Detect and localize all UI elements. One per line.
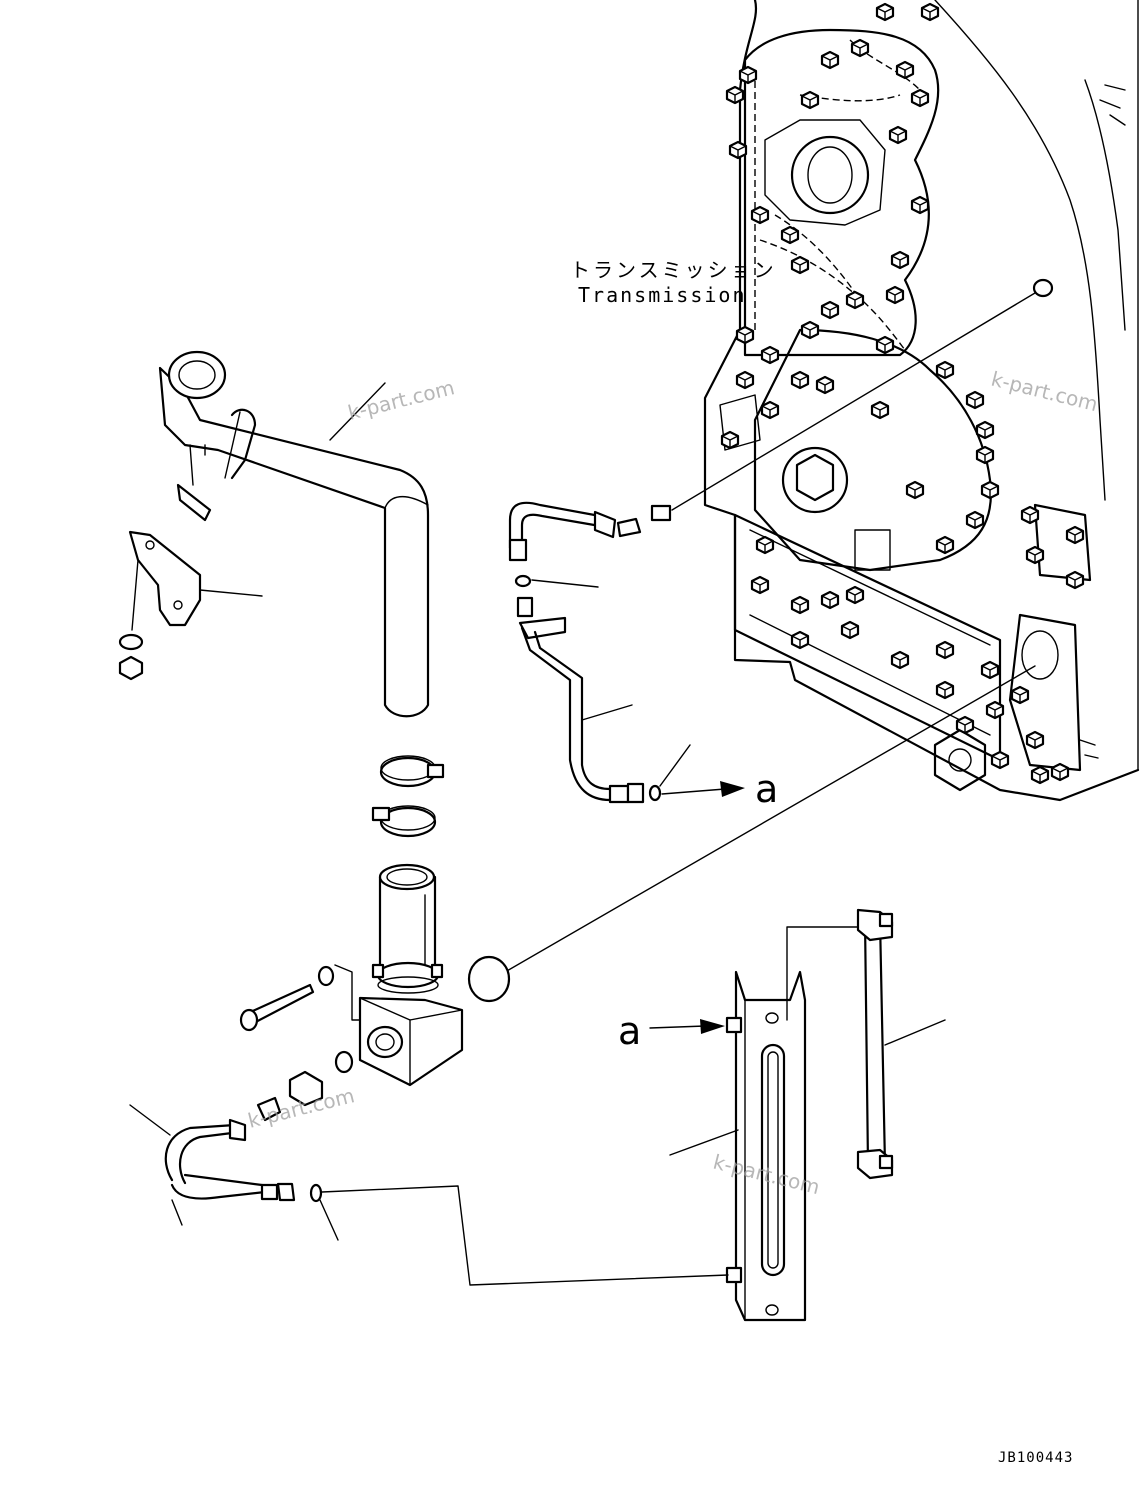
housing-bolt-edge-21 xyxy=(801,325,819,339)
housing-bolt-edge-41 xyxy=(1026,550,1044,564)
housing-bolt-edge-22 xyxy=(736,330,754,344)
connection-label-a-upper: a xyxy=(755,767,778,811)
transmission-hose xyxy=(508,278,1054,562)
housing-bolt-edge-29 xyxy=(761,405,779,419)
housing-bolt-edge-3 xyxy=(851,43,869,57)
housing-bolt-edge-7 xyxy=(726,90,744,104)
connection-label-a-lower: a xyxy=(618,1009,641,1053)
housing-bolt-edge-38 xyxy=(936,540,954,554)
housing-bolt-edge-57 xyxy=(991,755,1009,769)
housing-bolt-edge-45 xyxy=(821,595,839,609)
filter-block xyxy=(239,863,464,1122)
gasket xyxy=(467,665,1036,1003)
hose-clamps xyxy=(371,755,445,838)
housing-bolt-edge-50 xyxy=(936,645,954,659)
housing-bolt-edge-6 xyxy=(739,70,757,84)
housing-bolt-edge-39 xyxy=(1021,510,1039,524)
housing-bolt-edge-59 xyxy=(956,720,974,734)
housing-bolt-edge-54 xyxy=(1026,735,1044,749)
housing-bolt-edge-12 xyxy=(911,200,929,214)
drawing-number: JB100443 xyxy=(998,1450,1073,1466)
housing-bolt-edge-24 xyxy=(736,375,754,389)
housing-bolt-edge-2 xyxy=(921,7,939,21)
housing-bolt-edge-16 xyxy=(791,260,809,274)
filler-pipe xyxy=(158,350,430,718)
housing-bolt-edge-23 xyxy=(761,350,779,364)
housing-bolt-edge-30 xyxy=(976,425,994,439)
housing-bolt-edge-20 xyxy=(876,340,894,354)
housing-bolt-edge-8 xyxy=(821,55,839,69)
housing-bolt-edge-26 xyxy=(816,380,834,394)
transmission-label: トランスミッション Transmission xyxy=(570,258,777,307)
housing-bolt-edge-27 xyxy=(936,365,954,379)
housing-bolt-edge-46 xyxy=(846,590,864,604)
housing-bolt-edge-5 xyxy=(911,93,929,107)
watermark-1: k-part.com xyxy=(345,375,456,425)
sight-gauge xyxy=(856,908,946,1180)
housing-bolt-edge-58 xyxy=(1051,767,1069,781)
transmission-label-en: Transmission xyxy=(578,283,747,307)
housing-bolt-edge-51 xyxy=(981,665,999,679)
housing-bolt-edge-34 xyxy=(981,485,999,499)
housing-bolt-edge-18 xyxy=(846,295,864,309)
housing-bolt-edge-35 xyxy=(906,485,924,499)
bent-tube: a xyxy=(514,574,778,811)
housing-bolt-edge-37 xyxy=(756,540,774,554)
housing-bolt-edge-13 xyxy=(751,210,769,224)
housing-bolt-edge-15 xyxy=(891,255,909,269)
housing-bolt-edge-56 xyxy=(1031,770,1049,784)
housing-bolt-edge-19 xyxy=(886,290,904,304)
watermark-2: k-part.com xyxy=(989,367,1100,417)
housing-bolt-edge-1 xyxy=(876,7,894,21)
housing-bolt-edge-43 xyxy=(751,580,769,594)
gauge-bracket: a xyxy=(618,926,861,1322)
housing-bolt-edge-40 xyxy=(1066,530,1084,544)
pipe-bracket xyxy=(118,444,263,681)
housing-bolt-edge-31 xyxy=(976,450,994,464)
housing-bolt-edge-11 xyxy=(729,145,747,159)
housing-bolt-edge-33 xyxy=(871,405,889,419)
housing-bolts xyxy=(720,2,1085,785)
hose-to-gauge-leader xyxy=(321,1185,729,1286)
housing-bolt-edge-9 xyxy=(801,95,819,109)
housing-bolt-edge-36 xyxy=(966,515,984,529)
housing-bolt-edge-4 xyxy=(896,65,914,79)
housing-bolt-edge-32 xyxy=(721,435,739,449)
housing-bolt-edge-44 xyxy=(791,600,809,614)
housing-bolt-edge-53 xyxy=(986,705,1004,719)
housing-bolt-edge-42 xyxy=(1066,575,1084,589)
lower-hose xyxy=(129,1104,339,1241)
transmission-label-jp: トランスミッション xyxy=(570,258,777,282)
housing-bolt-edge-48 xyxy=(841,625,859,639)
housing-bolt-edge-14 xyxy=(781,230,799,244)
housing-bolt-edge-55 xyxy=(1011,690,1029,704)
housing-bolt-edge-10 xyxy=(889,130,907,144)
housing-bolt-edge-28 xyxy=(966,395,984,409)
housing-bolt-edge-52 xyxy=(936,685,954,699)
housing-bolt-edge-49 xyxy=(891,655,909,669)
housing-bolt-edge-17 xyxy=(821,305,839,319)
housing-bolt-edge-47 xyxy=(791,635,809,649)
housing-bolt-edge-25 xyxy=(791,375,809,389)
